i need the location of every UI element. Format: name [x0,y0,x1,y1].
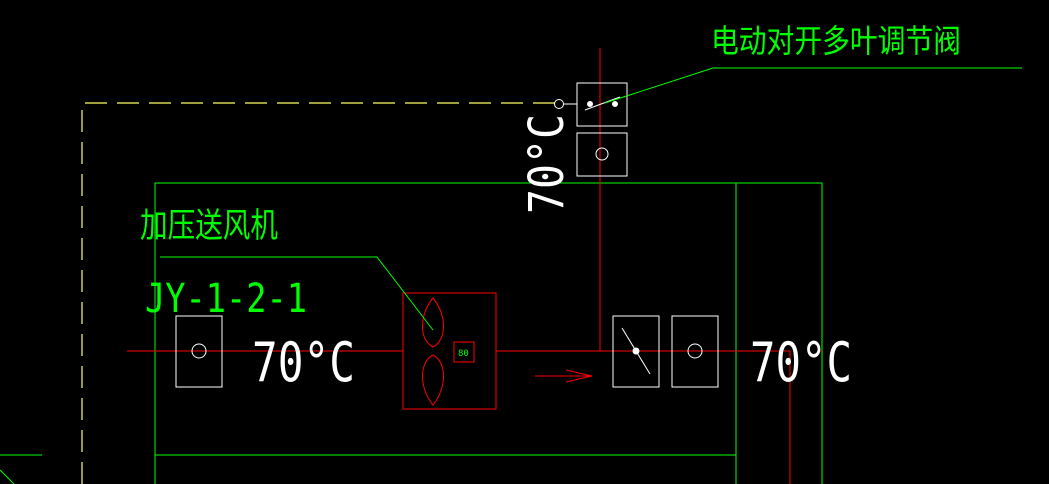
circle-in-square-icon [175,315,223,388]
fan-tag-label: JY-1-2-1 [145,276,307,322]
leader-lines [160,67,1022,331]
fan-inner-tag: 80 [458,349,469,359]
opposed-blade-damper-icon [554,82,628,127]
axial-fan-icon [402,292,497,410]
circle-in-square-icon-right [671,315,719,388]
arrow-right-icon [535,369,593,383]
diagonal-blade-damper-icon [612,315,660,388]
damper-callout-label: 电动对开多叶调节阀 [711,22,961,60]
supply-line [127,48,822,484]
circle-in-square-icon-top [576,132,628,177]
temp-vertical-label: 70°C [519,114,575,214]
temp-right-label: 70°C [750,331,852,394]
temp-left-label: 70°C [252,331,355,394]
room-outline [0,182,823,484]
fan-name-label: 加压送风机 [140,206,278,246]
